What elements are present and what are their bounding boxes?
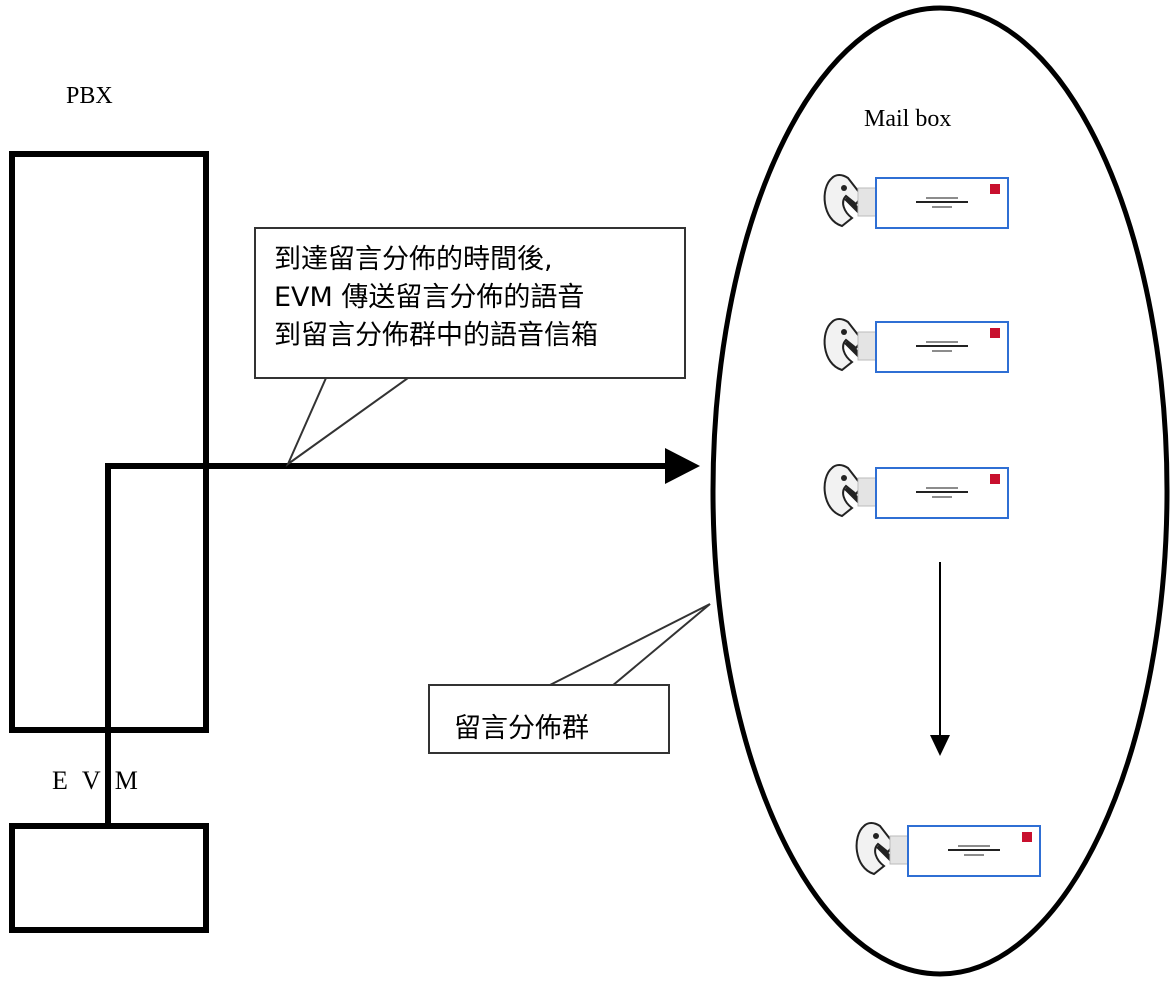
group-callout-pointer xyxy=(547,603,711,687)
delivery-callout-pointer xyxy=(285,377,412,467)
delivery-callout-line-3: 到留言分佈群中的語音信箱 xyxy=(274,320,598,351)
voicemail-icon xyxy=(818,312,1018,376)
group-callout-text: 留言分佈群 xyxy=(454,713,589,744)
delivery-callout-line-2: EVM 傳送留言分佈的語音 xyxy=(274,282,585,313)
delivery-callout-line-1: 到達留言分佈的時間後, xyxy=(274,244,553,275)
mailbox-label: Mail box xyxy=(864,106,952,132)
mailbox-ellipse xyxy=(710,5,1170,977)
voicemail-icon xyxy=(850,816,1050,880)
group-callout: 留言分佈群 xyxy=(428,684,670,754)
connection-line xyxy=(105,463,665,826)
pbx-label: PBX xyxy=(66,83,113,109)
voicemail-icon xyxy=(818,168,1018,232)
delivery-callout: 到達留言分佈的時間後, EVM 傳送留言分佈的語音 到留言分佈群中的語音信箱 xyxy=(254,227,686,379)
connection-arrowhead xyxy=(665,448,700,484)
evm-label: E V M xyxy=(52,766,142,795)
distribution-arrowhead xyxy=(930,735,950,756)
evm-box xyxy=(9,823,209,933)
voicemail-icon xyxy=(818,458,1018,522)
